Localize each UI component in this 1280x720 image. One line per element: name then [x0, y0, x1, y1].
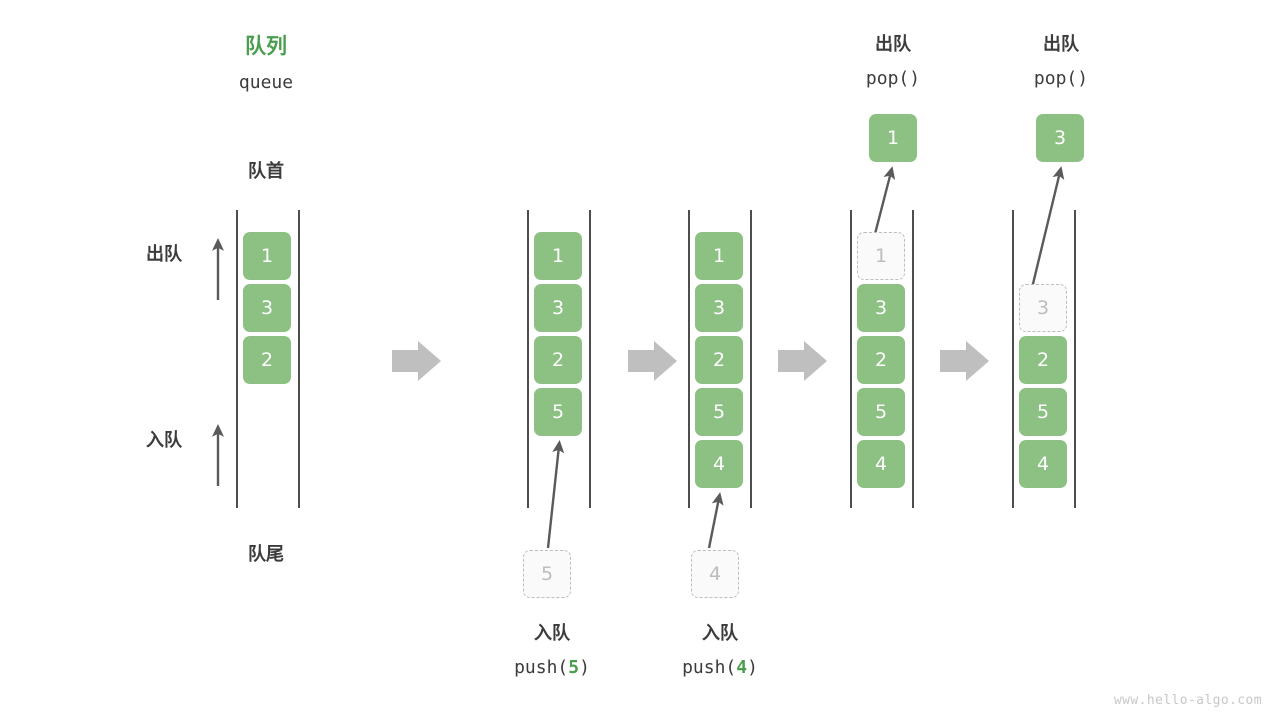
queue-cell: 3: [695, 284, 743, 332]
rail-left: [850, 210, 852, 508]
queue-cell: 2: [1019, 336, 1067, 384]
enqueue-side-label: 入队: [146, 430, 182, 451]
queue-cell-new: 5: [534, 388, 582, 436]
rail-left: [1012, 210, 1014, 508]
op-code-arg: 4: [736, 657, 748, 678]
op-label-code: push(4): [650, 656, 790, 680]
diagram-title-cn: 队列: [245, 34, 287, 58]
queue-cell: 5: [695, 388, 743, 436]
diagram-title-en: queue: [238, 72, 294, 93]
queue-cell: 2: [534, 336, 582, 384]
queue-cell: 4: [857, 440, 905, 488]
op-code-prefix: push(: [682, 657, 737, 678]
op-label-cn: 入队: [534, 623, 570, 644]
queue-cell-removed: 3: [1019, 284, 1067, 332]
op-label-cn: 出队: [1043, 34, 1079, 55]
queue-tail-label: 队尾: [248, 544, 284, 565]
op-label-code: push(5): [482, 656, 622, 680]
queue-cell: 5: [1019, 388, 1067, 436]
incoming-ghost-cell: 5: [523, 550, 571, 598]
rail-right: [1074, 210, 1076, 508]
queue-cell: 3: [243, 284, 291, 332]
queue-cell: 2: [695, 336, 743, 384]
queue-cell-removed: 1: [857, 232, 905, 280]
queue-cell: 1: [695, 232, 743, 280]
queue-head-label: 队首: [248, 161, 284, 182]
rail-right: [589, 210, 591, 508]
queue-cell: 3: [857, 284, 905, 332]
popped-cell: 1: [869, 114, 917, 162]
queue-cell: 4: [1019, 440, 1067, 488]
op-label-cn: 出队: [875, 34, 911, 55]
op-label-code: pop(): [1033, 68, 1089, 89]
push-arrow-5: [546, 440, 565, 549]
rail-right: [298, 210, 300, 508]
flow-arrow-2: [628, 341, 677, 381]
op-label-code: pop(): [865, 68, 921, 89]
queue-cell: 5: [857, 388, 905, 436]
op-code-suffix: ): [579, 657, 590, 678]
rail-left: [527, 210, 529, 508]
push-arrow-4: [707, 492, 724, 549]
dequeue-side-label: 出队: [146, 244, 182, 265]
op-code-suffix: ): [747, 657, 758, 678]
queue-cell: 1: [243, 232, 291, 280]
queue-cell: 3: [534, 284, 582, 332]
queue-cell-new: 4: [695, 440, 743, 488]
flow-arrow-3: [778, 341, 827, 381]
op-code-arg: 5: [568, 657, 580, 678]
rail-left: [236, 210, 238, 508]
watermark: www.hello-algo.com: [1113, 693, 1262, 708]
op-code-prefix: push(: [514, 657, 569, 678]
rail-right: [912, 210, 914, 508]
op-label-cn: 入队: [702, 623, 738, 644]
queue-cell: 2: [243, 336, 291, 384]
popped-cell: 3: [1036, 114, 1084, 162]
queue-cell: 2: [857, 336, 905, 384]
rail-left: [688, 210, 690, 508]
incoming-ghost-cell: 4: [691, 550, 739, 598]
rail-right: [750, 210, 752, 508]
flow-arrow-1: [392, 341, 441, 381]
flow-arrow-4: [940, 341, 989, 381]
pop-arrow-1: [873, 166, 896, 235]
pop-arrow-3: [1030, 166, 1065, 289]
queue-cell: 1: [534, 232, 582, 280]
